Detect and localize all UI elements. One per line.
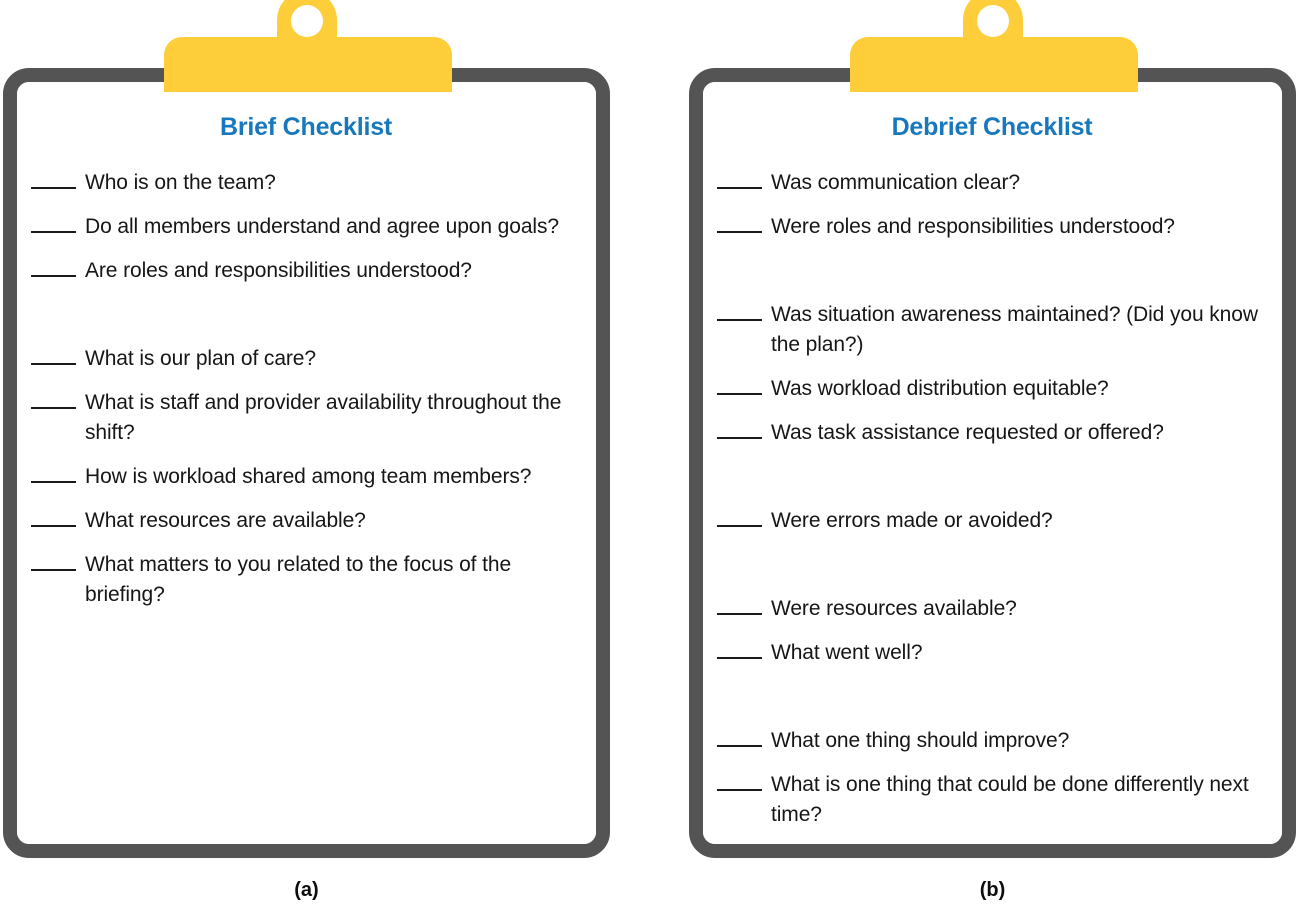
checkbox-blank-line[interactable] bbox=[31, 212, 76, 234]
checklist-item[interactable]: Do all members understand and agree upon… bbox=[31, 212, 591, 242]
checkbox-blank-line[interactable] bbox=[717, 212, 762, 234]
checklist-item-label: What is one thing that could be done dif… bbox=[771, 773, 1249, 826]
checklist-item-label: What went well? bbox=[771, 641, 923, 664]
checklist-item[interactable]: Were errors made or avoided? bbox=[717, 506, 1277, 536]
checklist-item-label: What resources are available? bbox=[85, 509, 366, 532]
checklist-item-label: Was communication clear? bbox=[771, 171, 1020, 194]
checklist-item-label: Were resources available? bbox=[771, 597, 1017, 620]
checklist-item-label: Were errors made or avoided? bbox=[771, 509, 1053, 532]
checklist-item[interactable]: Was task assistance requested or offered… bbox=[717, 418, 1277, 448]
checklist-item-label: Do all members understand and agree upon… bbox=[85, 215, 559, 238]
checkbox-blank-line[interactable] bbox=[717, 726, 762, 748]
checklist-item[interactable]: What went well? bbox=[717, 638, 1277, 668]
checkbox-blank-line[interactable] bbox=[717, 168, 762, 190]
checklist-item-label: Are roles and responsibilities understoo… bbox=[85, 259, 472, 282]
checkbox-blank-line[interactable] bbox=[717, 594, 762, 616]
checkbox-blank-line[interactable] bbox=[717, 638, 762, 660]
clip-loop-icon bbox=[963, 0, 1023, 46]
checklist-item[interactable]: How is workload shared among team member… bbox=[31, 462, 591, 492]
clipboard-paper bbox=[17, 82, 596, 844]
checklist-item-label: Who is on the team? bbox=[85, 171, 276, 194]
panel-caption-b: (b) bbox=[979, 879, 1006, 901]
debrief-checklist-panel: Debrief Checklist Was communication clea… bbox=[686, 0, 1299, 912]
checklist-item[interactable]: What matters to you related to the focus… bbox=[31, 550, 591, 610]
checkbox-blank-line[interactable] bbox=[31, 256, 76, 278]
checkbox-blank-line[interactable] bbox=[31, 388, 76, 410]
debrief-title: Debrief Checklist bbox=[891, 113, 1093, 141]
clipboard-frame bbox=[689, 68, 1296, 858]
checkbox-blank-line[interactable] bbox=[717, 374, 762, 396]
checkbox-blank-line[interactable] bbox=[717, 770, 762, 792]
checkbox-blank-line[interactable] bbox=[717, 418, 762, 440]
brief-checklist-items: Who is on the team? Do all members unders… bbox=[31, 168, 591, 624]
checkbox-blank-line[interactable] bbox=[31, 506, 76, 528]
brief-checklist-panel: Brief Checklist Who is on the team? Do al… bbox=[0, 0, 613, 912]
checklist-item[interactable]: Was communication clear? bbox=[717, 168, 1277, 198]
checkbox-blank-line[interactable] bbox=[717, 300, 762, 322]
checklist-item-label: What is staff and provider availability … bbox=[85, 391, 562, 444]
clipboard-paper bbox=[703, 82, 1282, 844]
panel-caption-a: (a) bbox=[294, 879, 319, 901]
checklist-item[interactable]: Who is on the team? bbox=[31, 168, 591, 198]
checkbox-blank-line[interactable] bbox=[31, 462, 76, 484]
debrief-sheet: Debrief Checklist Was communication clea… bbox=[703, 92, 1281, 842]
checklist-item-label: How is workload shared among team member… bbox=[85, 465, 532, 488]
checklist-item[interactable]: What resources are available? bbox=[31, 506, 591, 536]
brief-title: Brief Checklist bbox=[219, 113, 393, 141]
checkbox-blank-line[interactable] bbox=[31, 344, 76, 366]
checkbox-blank-line[interactable] bbox=[31, 168, 76, 190]
checklist-item-label: Was situation awareness maintained? (Did… bbox=[771, 303, 1258, 356]
brief-sheet: Brief Checklist Who is on the team? Do al… bbox=[17, 92, 595, 842]
checklist-item-label: What is our plan of care? bbox=[85, 347, 316, 370]
clip-loop-icon bbox=[277, 0, 337, 46]
clipboard-frame bbox=[3, 68, 610, 858]
checklist-item-label: Was task assistance requested or offered… bbox=[771, 421, 1164, 444]
checklist-item[interactable]: Are roles and responsibilities understoo… bbox=[31, 256, 591, 286]
checklist-item[interactable]: What is our plan of care? bbox=[31, 344, 591, 374]
checklist-item-label: What matters to you related to the focus… bbox=[85, 553, 512, 606]
checklist-item[interactable]: What one thing should improve? bbox=[717, 726, 1277, 756]
checkbox-blank-line[interactable] bbox=[717, 506, 762, 528]
checklist-item-label: Were roles and responsibilities understo… bbox=[771, 215, 1175, 238]
checklist-item[interactable]: Was situation awareness maintained? (Did… bbox=[717, 300, 1277, 360]
checkbox-blank-line[interactable] bbox=[31, 550, 76, 572]
debrief-checklist-items: Was communication clear? Were roles and r… bbox=[717, 168, 1277, 844]
checklist-item[interactable]: What is one thing that could be done dif… bbox=[717, 770, 1277, 830]
checklist-item[interactable]: Were resources available? bbox=[717, 594, 1277, 624]
checklist-item-label: Was workload distribution equitable? bbox=[771, 377, 1109, 400]
checklist-item[interactable]: Were roles and responsibilities understo… bbox=[717, 212, 1277, 242]
checklist-item[interactable]: Was workload distribution equitable? bbox=[717, 374, 1277, 404]
checklist-item[interactable]: What is staff and provider availability … bbox=[31, 388, 591, 448]
checklist-item-label: What one thing should improve? bbox=[771, 729, 1070, 752]
